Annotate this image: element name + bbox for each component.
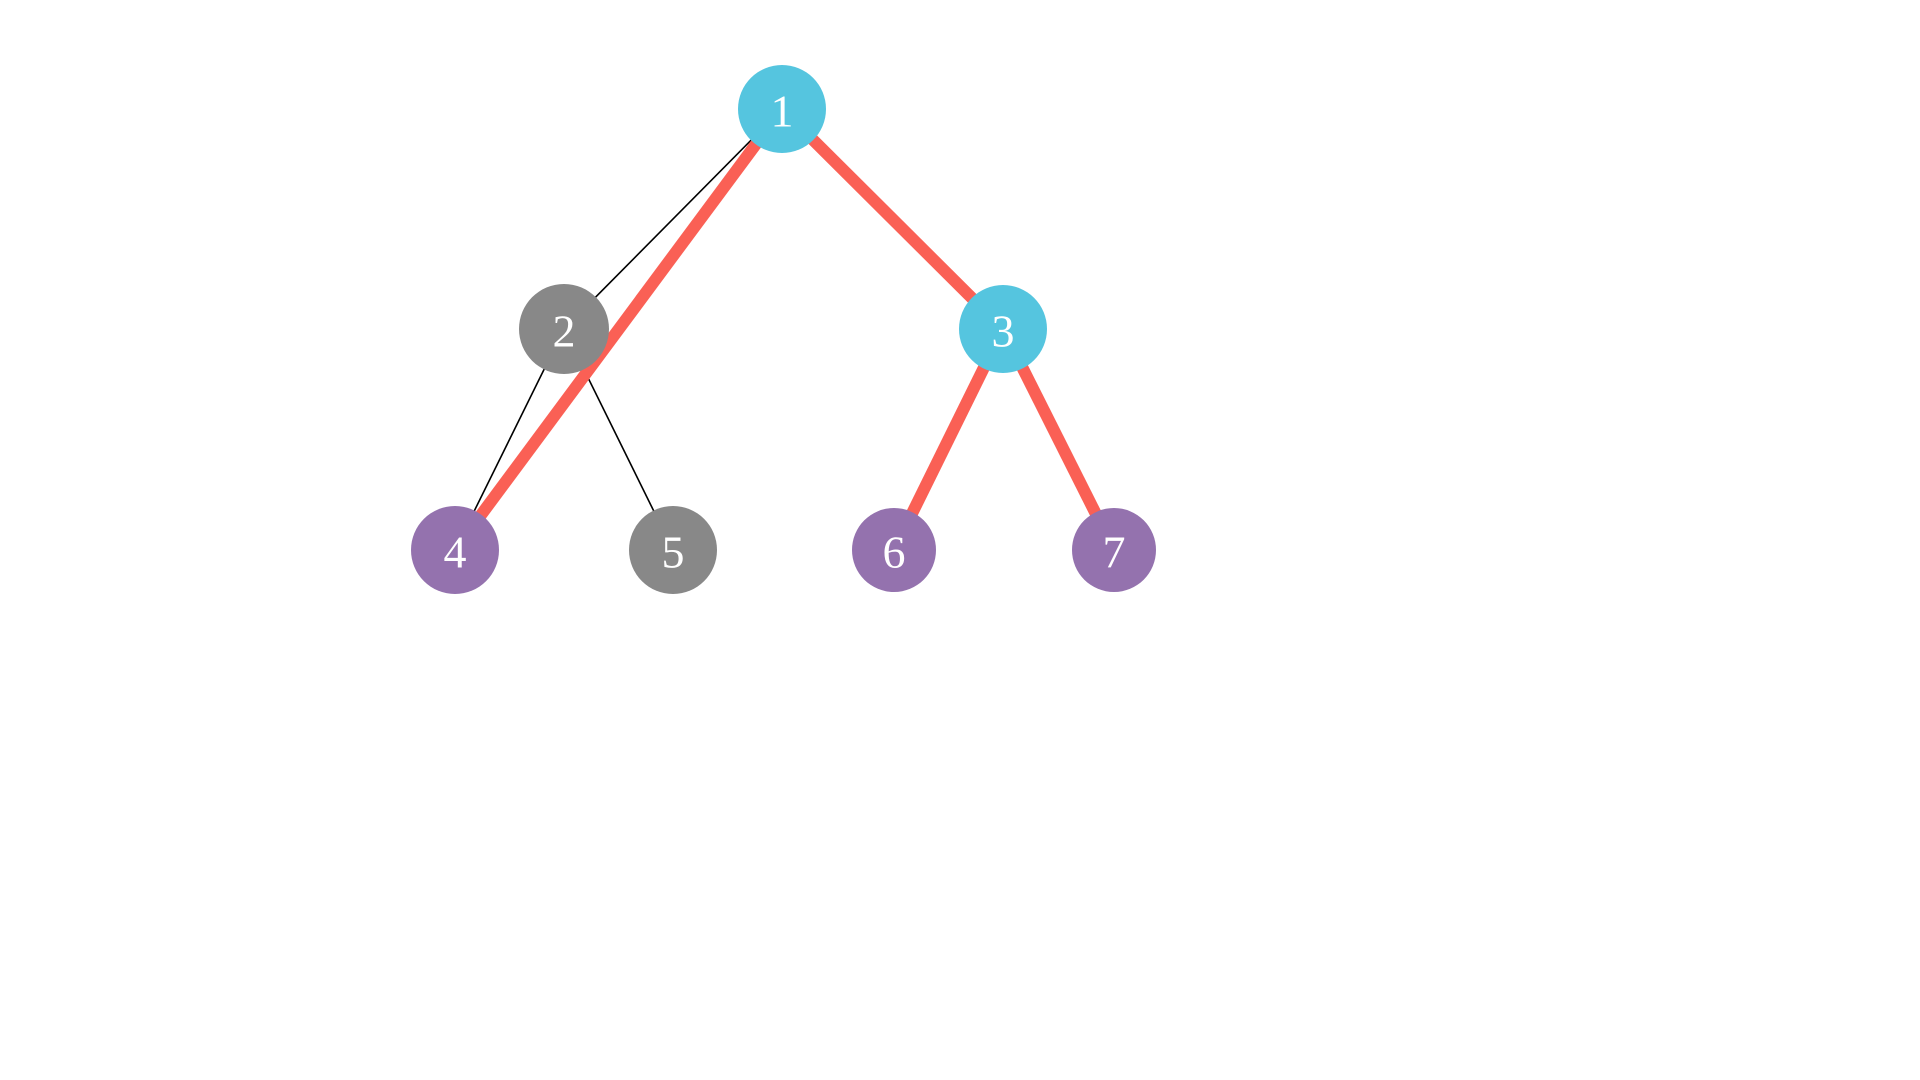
tree-node-1[interactable]: 1 bbox=[738, 65, 826, 153]
tree-node-5[interactable]: 5 bbox=[629, 506, 717, 594]
tree-node-circle-5[interactable] bbox=[629, 506, 717, 594]
tree-node-circle-7[interactable] bbox=[1072, 508, 1156, 592]
tree-node-2[interactable]: 2 bbox=[519, 284, 609, 374]
tree-edge-1-4 bbox=[450, 105, 787, 554]
tree-node-label-7: 7 bbox=[1103, 527, 1126, 578]
tree-node-7[interactable]: 7 bbox=[1072, 508, 1156, 592]
tree-node-label-4: 4 bbox=[444, 527, 467, 578]
tree-node-circle-1[interactable] bbox=[738, 65, 826, 153]
tree-node-label-3: 3 bbox=[992, 306, 1015, 357]
tree-node-label-5: 5 bbox=[662, 527, 685, 578]
nodes-layer: 1 2 3 4 5 6 7 bbox=[411, 65, 1156, 594]
tree-node-label-6: 6 bbox=[883, 527, 906, 578]
tree-edge-1-3 bbox=[777, 104, 1008, 334]
tree-node-3[interactable]: 3 bbox=[959, 285, 1047, 373]
tree-node-circle-4[interactable] bbox=[411, 506, 499, 594]
tree-node-circle-6[interactable] bbox=[852, 508, 936, 592]
tree-node-4[interactable]: 4 bbox=[411, 506, 499, 594]
tree-node-label-1: 1 bbox=[771, 86, 794, 137]
tree-node-circle-3[interactable] bbox=[959, 285, 1047, 373]
tree-node-6[interactable]: 6 bbox=[852, 508, 936, 592]
tree-node-label-2: 2 bbox=[553, 306, 576, 357]
tree-node-circle-2[interactable] bbox=[519, 284, 609, 374]
tree-edge-1-2 bbox=[563, 108, 783, 330]
